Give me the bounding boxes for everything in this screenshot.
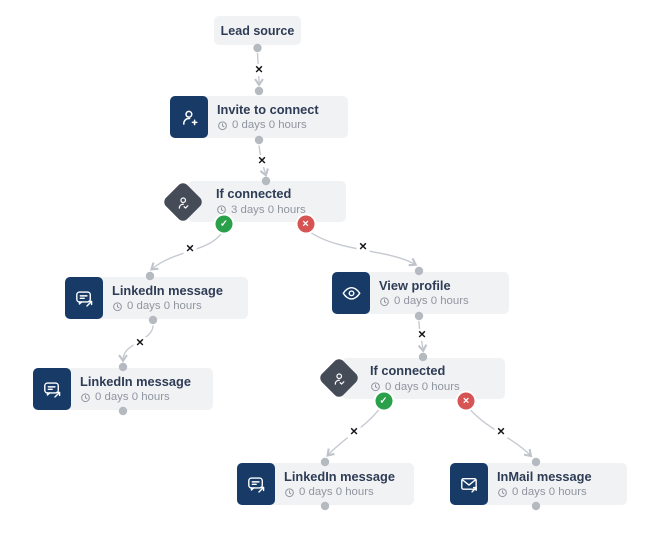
branch-yes-handle[interactable]: ✓	[215, 215, 233, 233]
connector-dot[interactable]	[320, 457, 330, 467]
node-linkedin-message-2[interactable]: LinkedIn message 0 days 0 hours	[33, 368, 213, 410]
node-title: View profile	[379, 277, 451, 293]
node-title: If connected	[370, 363, 446, 379]
connector-dot[interactable]	[320, 501, 330, 511]
clock-icon	[217, 205, 226, 215]
clock-icon	[81, 393, 90, 402]
delete-edge-button[interactable]: ✕	[415, 329, 429, 341]
chat-message-icon	[33, 368, 71, 410]
node-delay: 0 days 0 hours	[497, 486, 627, 498]
node-delay: 3 days 0 hours	[216, 204, 346, 216]
node-linkedin-message-1[interactable]: LinkedIn message 0 days 0 hours	[65, 277, 248, 319]
person-add-icon	[170, 96, 208, 138]
connector-dot[interactable]	[118, 362, 128, 372]
person-check-icon	[161, 180, 205, 224]
node-delay-text: 0 days 0 hours	[299, 486, 374, 499]
node-title: LinkedIn message	[112, 282, 223, 298]
node-content: If connected 0 days 0 hours	[342, 358, 505, 399]
clock-icon	[218, 121, 227, 130]
node-content: LinkedIn message 0 days 0 hours	[275, 463, 414, 505]
branch-yes-handle[interactable]: ✓	[375, 392, 392, 409]
node-delay-text: 0 days 0 hours	[127, 300, 202, 313]
clock-icon	[380, 297, 389, 306]
node-delay-text: 0 days 0 hours	[394, 295, 469, 308]
node-title: Invite to connect	[217, 101, 319, 117]
node-linkedin-message-3[interactable]: LinkedIn message 0 days 0 hours	[237, 463, 414, 505]
person-check-icon	[317, 356, 361, 400]
node-content: LinkedIn message 0 days 0 hours	[103, 277, 248, 319]
connector-dot[interactable]	[145, 271, 155, 281]
node-content: If connected 3 days 0 hours	[188, 181, 346, 222]
node-delay: 0 days 0 hours	[379, 295, 509, 307]
node-title: If connected	[216, 186, 292, 202]
chat-message-icon	[237, 463, 275, 505]
node-invite-to-connect[interactable]: Invite to connect 0 days 0 hours	[170, 96, 348, 138]
node-title: Lead source	[220, 23, 295, 38]
connector-dot[interactable]	[254, 135, 264, 145]
node-delay-text: 0 days 0 hours	[385, 380, 460, 393]
node-title: InMail message	[497, 468, 592, 484]
delete-edge-button[interactable]: ✕	[356, 241, 370, 253]
node-delay: 0 days 0 hours	[370, 381, 505, 393]
check-icon: ✓	[220, 218, 228, 230]
eye-icon	[332, 272, 370, 314]
clock-icon	[113, 302, 122, 311]
delete-edge-button[interactable]: ✕	[494, 426, 508, 438]
node-delay-text: 0 days 0 hours	[232, 119, 307, 132]
node-delay: 0 days 0 hours	[112, 300, 248, 312]
node-view-profile[interactable]: View profile 0 days 0 hours	[332, 272, 509, 314]
node-delay: 0 days 0 hours	[217, 119, 348, 131]
cross-icon: ✕	[462, 395, 470, 405]
delete-edge-button[interactable]: ✕	[255, 155, 269, 167]
connector-dot[interactable]	[254, 86, 264, 96]
node-delay-text: 0 days 0 hours	[95, 391, 170, 404]
connector-dot[interactable]	[253, 43, 262, 53]
connector-dot[interactable]	[261, 176, 271, 186]
connector-dot[interactable]	[148, 315, 158, 325]
branch-no-handle[interactable]: ✕	[457, 392, 475, 409]
clock-icon	[498, 488, 507, 497]
node-title: LinkedIn message	[80, 373, 191, 389]
node-content: LinkedIn message 0 days 0 hours	[71, 368, 213, 410]
delete-edge-button[interactable]: ✕	[347, 426, 361, 438]
chat-message-icon	[65, 277, 103, 319]
node-content: InMail message 0 days 0 hours	[488, 463, 627, 505]
check-icon: ✓	[379, 395, 388, 406]
node-if-connected-1[interactable]: If connected 3 days 0 hours	[161, 180, 346, 224]
clock-icon	[285, 488, 294, 497]
connector-dot[interactable]	[531, 457, 541, 467]
clock-icon	[371, 382, 380, 392]
node-lead-source[interactable]: Lead source	[214, 16, 301, 45]
node-content: Invite to connect 0 days 0 hours	[208, 96, 348, 138]
connector-dot[interactable]	[118, 406, 128, 416]
node-delay-text: 3 days 0 hours	[231, 203, 306, 216]
node-inmail-message[interactable]: InMail message 0 days 0 hours	[450, 463, 627, 505]
branch-no-handle[interactable]: ✕	[297, 215, 314, 233]
connector-dot[interactable]	[418, 352, 428, 362]
node-content: View profile 0 days 0 hours	[370, 272, 509, 314]
node-if-connected-2[interactable]: If connected 0 days 0 hours	[317, 356, 505, 400]
delete-edge-button[interactable]: ✕	[183, 243, 197, 255]
delete-edge-button[interactable]: ✕	[252, 64, 266, 76]
node-delay: 0 days 0 hours	[284, 486, 414, 498]
send-mail-icon	[450, 463, 488, 505]
cross-icon: ✕	[301, 218, 310, 229]
connector-dot[interactable]	[531, 501, 541, 511]
node-title: LinkedIn message	[284, 468, 395, 484]
node-delay-text: 0 days 0 hours	[512, 486, 587, 499]
delete-edge-button[interactable]: ✕	[133, 337, 147, 349]
connector-dot[interactable]	[414, 266, 424, 276]
node-delay: 0 days 0 hours	[80, 391, 213, 403]
connector-dot[interactable]	[414, 311, 424, 321]
